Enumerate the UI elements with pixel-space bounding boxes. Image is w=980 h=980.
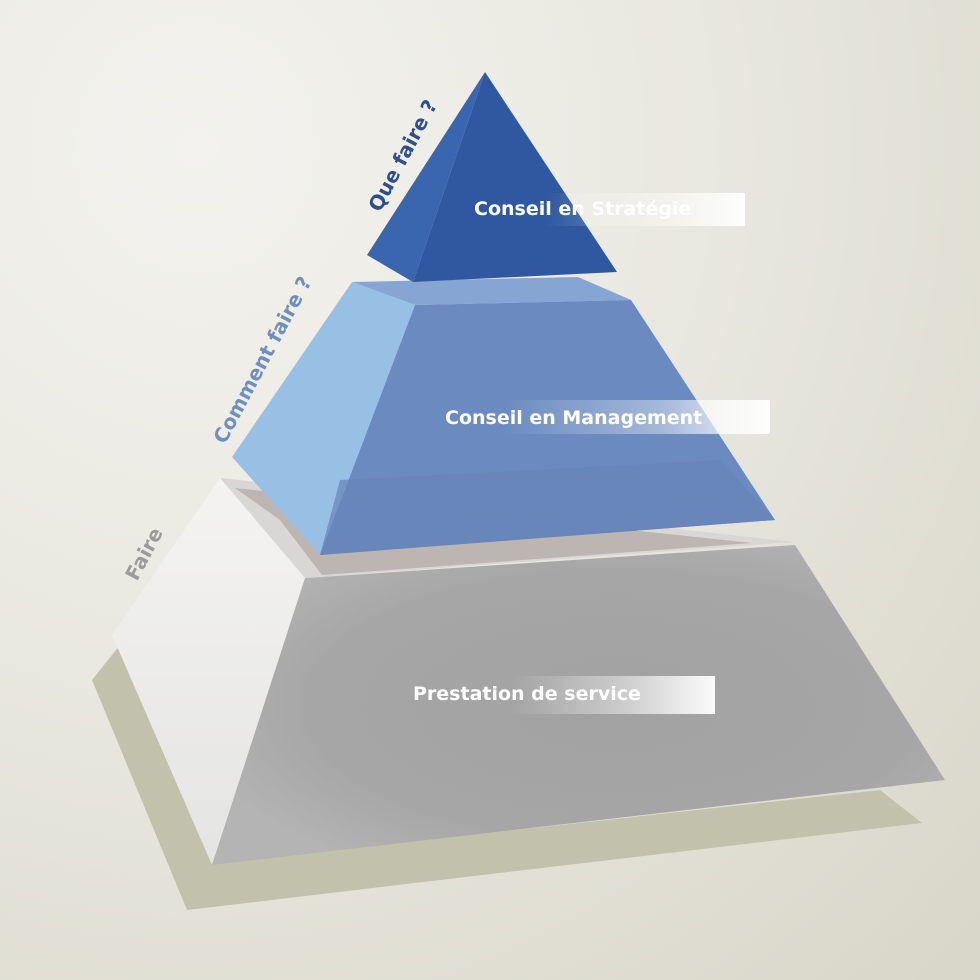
bottom-shadow-plate [92, 645, 922, 910]
middle-left-face [232, 282, 415, 555]
middle-front-lower [320, 460, 775, 555]
middle-top-face [352, 277, 631, 305]
brush-strategie [545, 193, 745, 226]
label-strategie: Conseil en Stratégie [474, 198, 691, 220]
top-front-face [413, 72, 617, 282]
label-management: Conseil en Management [445, 407, 702, 429]
level-top [367, 72, 617, 282]
top-left-face [367, 72, 485, 282]
brush-management [505, 400, 770, 434]
label-prestation: Prestation de service [413, 683, 641, 705]
brush-prestation [510, 676, 715, 714]
bottom-left-face [112, 478, 305, 865]
